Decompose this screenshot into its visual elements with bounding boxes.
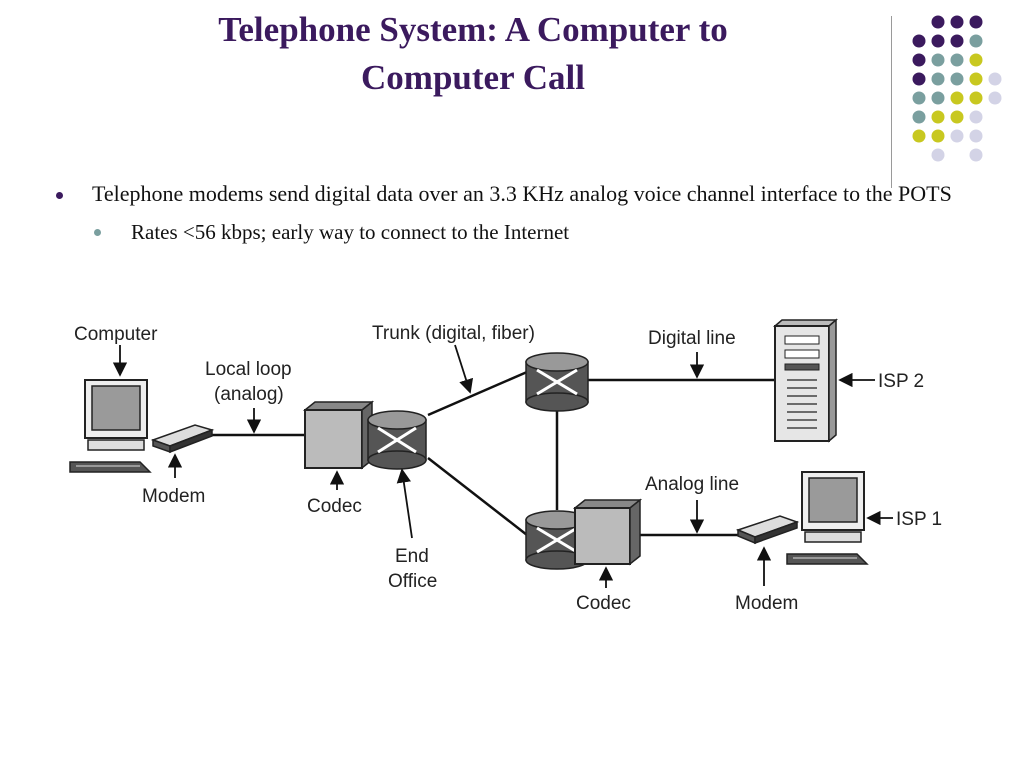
computer-isp1-icon [786, 471, 869, 565]
label-isp2: ISP 2 [878, 371, 924, 392]
decorative-divider [891, 16, 892, 188]
decorative-dot [988, 91, 1002, 105]
decorative-dot [912, 110, 926, 124]
decorative-dot [950, 72, 964, 86]
decorative-dot [931, 129, 945, 143]
decorative-dot [931, 34, 945, 48]
modem-right-icon [735, 515, 800, 545]
decorative-dot [912, 72, 926, 86]
label-codec-right: Codec [576, 593, 631, 614]
title-line-1: Telephone System: A Computer to [218, 10, 728, 49]
label-modem-right: Modem [735, 593, 798, 614]
decorative-dot [950, 110, 964, 124]
decorative-dot [969, 15, 983, 29]
decorative-dot [912, 91, 926, 105]
codec-left-box [302, 400, 375, 470]
decorative-dot [931, 148, 945, 162]
trunk-line-lower [427, 457, 528, 536]
decorative-dot [969, 129, 983, 143]
title-line-2: Computer Call [361, 58, 585, 97]
switch-top-icon [525, 352, 589, 412]
label-local-loop: Local loop [205, 359, 292, 380]
label-modem-left: Modem [142, 486, 205, 507]
label-digital-line: Digital line [648, 328, 736, 349]
label-end-office-2: Office [388, 571, 437, 592]
label-isp1: ISP 1 [896, 509, 942, 530]
decorative-dot [912, 53, 926, 67]
decorative-dot [969, 34, 983, 48]
decorative-dot [969, 72, 983, 86]
decorative-dot [950, 53, 964, 67]
switch-end-office-icon [367, 410, 427, 470]
decorative-dot [950, 91, 964, 105]
decorative-dot [931, 110, 945, 124]
decorative-dot [931, 72, 945, 86]
network-diagram: Computer Local loop (analog) Modem Codec… [69, 318, 942, 614]
bullet-main: Telephone modems send digital data over … [54, 180, 954, 208]
decorative-dot [931, 15, 945, 29]
label-arrows [112, 344, 893, 588]
decorative-dot [969, 91, 983, 105]
connection-lines [210, 370, 778, 537]
decorative-dot [988, 72, 1002, 86]
computer-left-icon [69, 379, 152, 473]
decorative-dot [950, 15, 964, 29]
label-analog-line: Analog line [645, 474, 739, 495]
decorative-dot [931, 53, 945, 67]
server-isp2-icon [772, 318, 839, 443]
label-computer: Computer [74, 324, 158, 345]
slide-title: Telephone System: A Computer to Computer… [100, 6, 846, 102]
decorative-dot [969, 110, 983, 124]
label-trunk: Trunk (digital, fiber) [372, 323, 535, 344]
codec-right-box [572, 498, 643, 566]
decorative-dot [950, 129, 964, 143]
decorative-dot [931, 91, 945, 105]
bullet-sub: Rates <56 kbps; early way to connect to … [54, 218, 954, 246]
label-local-loop-analog: (analog) [214, 384, 284, 405]
label-end-office-1: End [395, 546, 429, 567]
trunk-line [427, 370, 528, 417]
modem-left-icon [150, 424, 215, 454]
label-codec-left: Codec [307, 496, 362, 517]
decorative-dot [950, 34, 964, 48]
decorative-dot [912, 34, 926, 48]
decorative-dot [969, 53, 983, 67]
bullet-list: Telephone modems send digital data over … [54, 180, 954, 246]
decorative-dot-grid [912, 15, 1002, 162]
decorative-dot [969, 148, 983, 162]
decorative-dot [912, 129, 926, 143]
